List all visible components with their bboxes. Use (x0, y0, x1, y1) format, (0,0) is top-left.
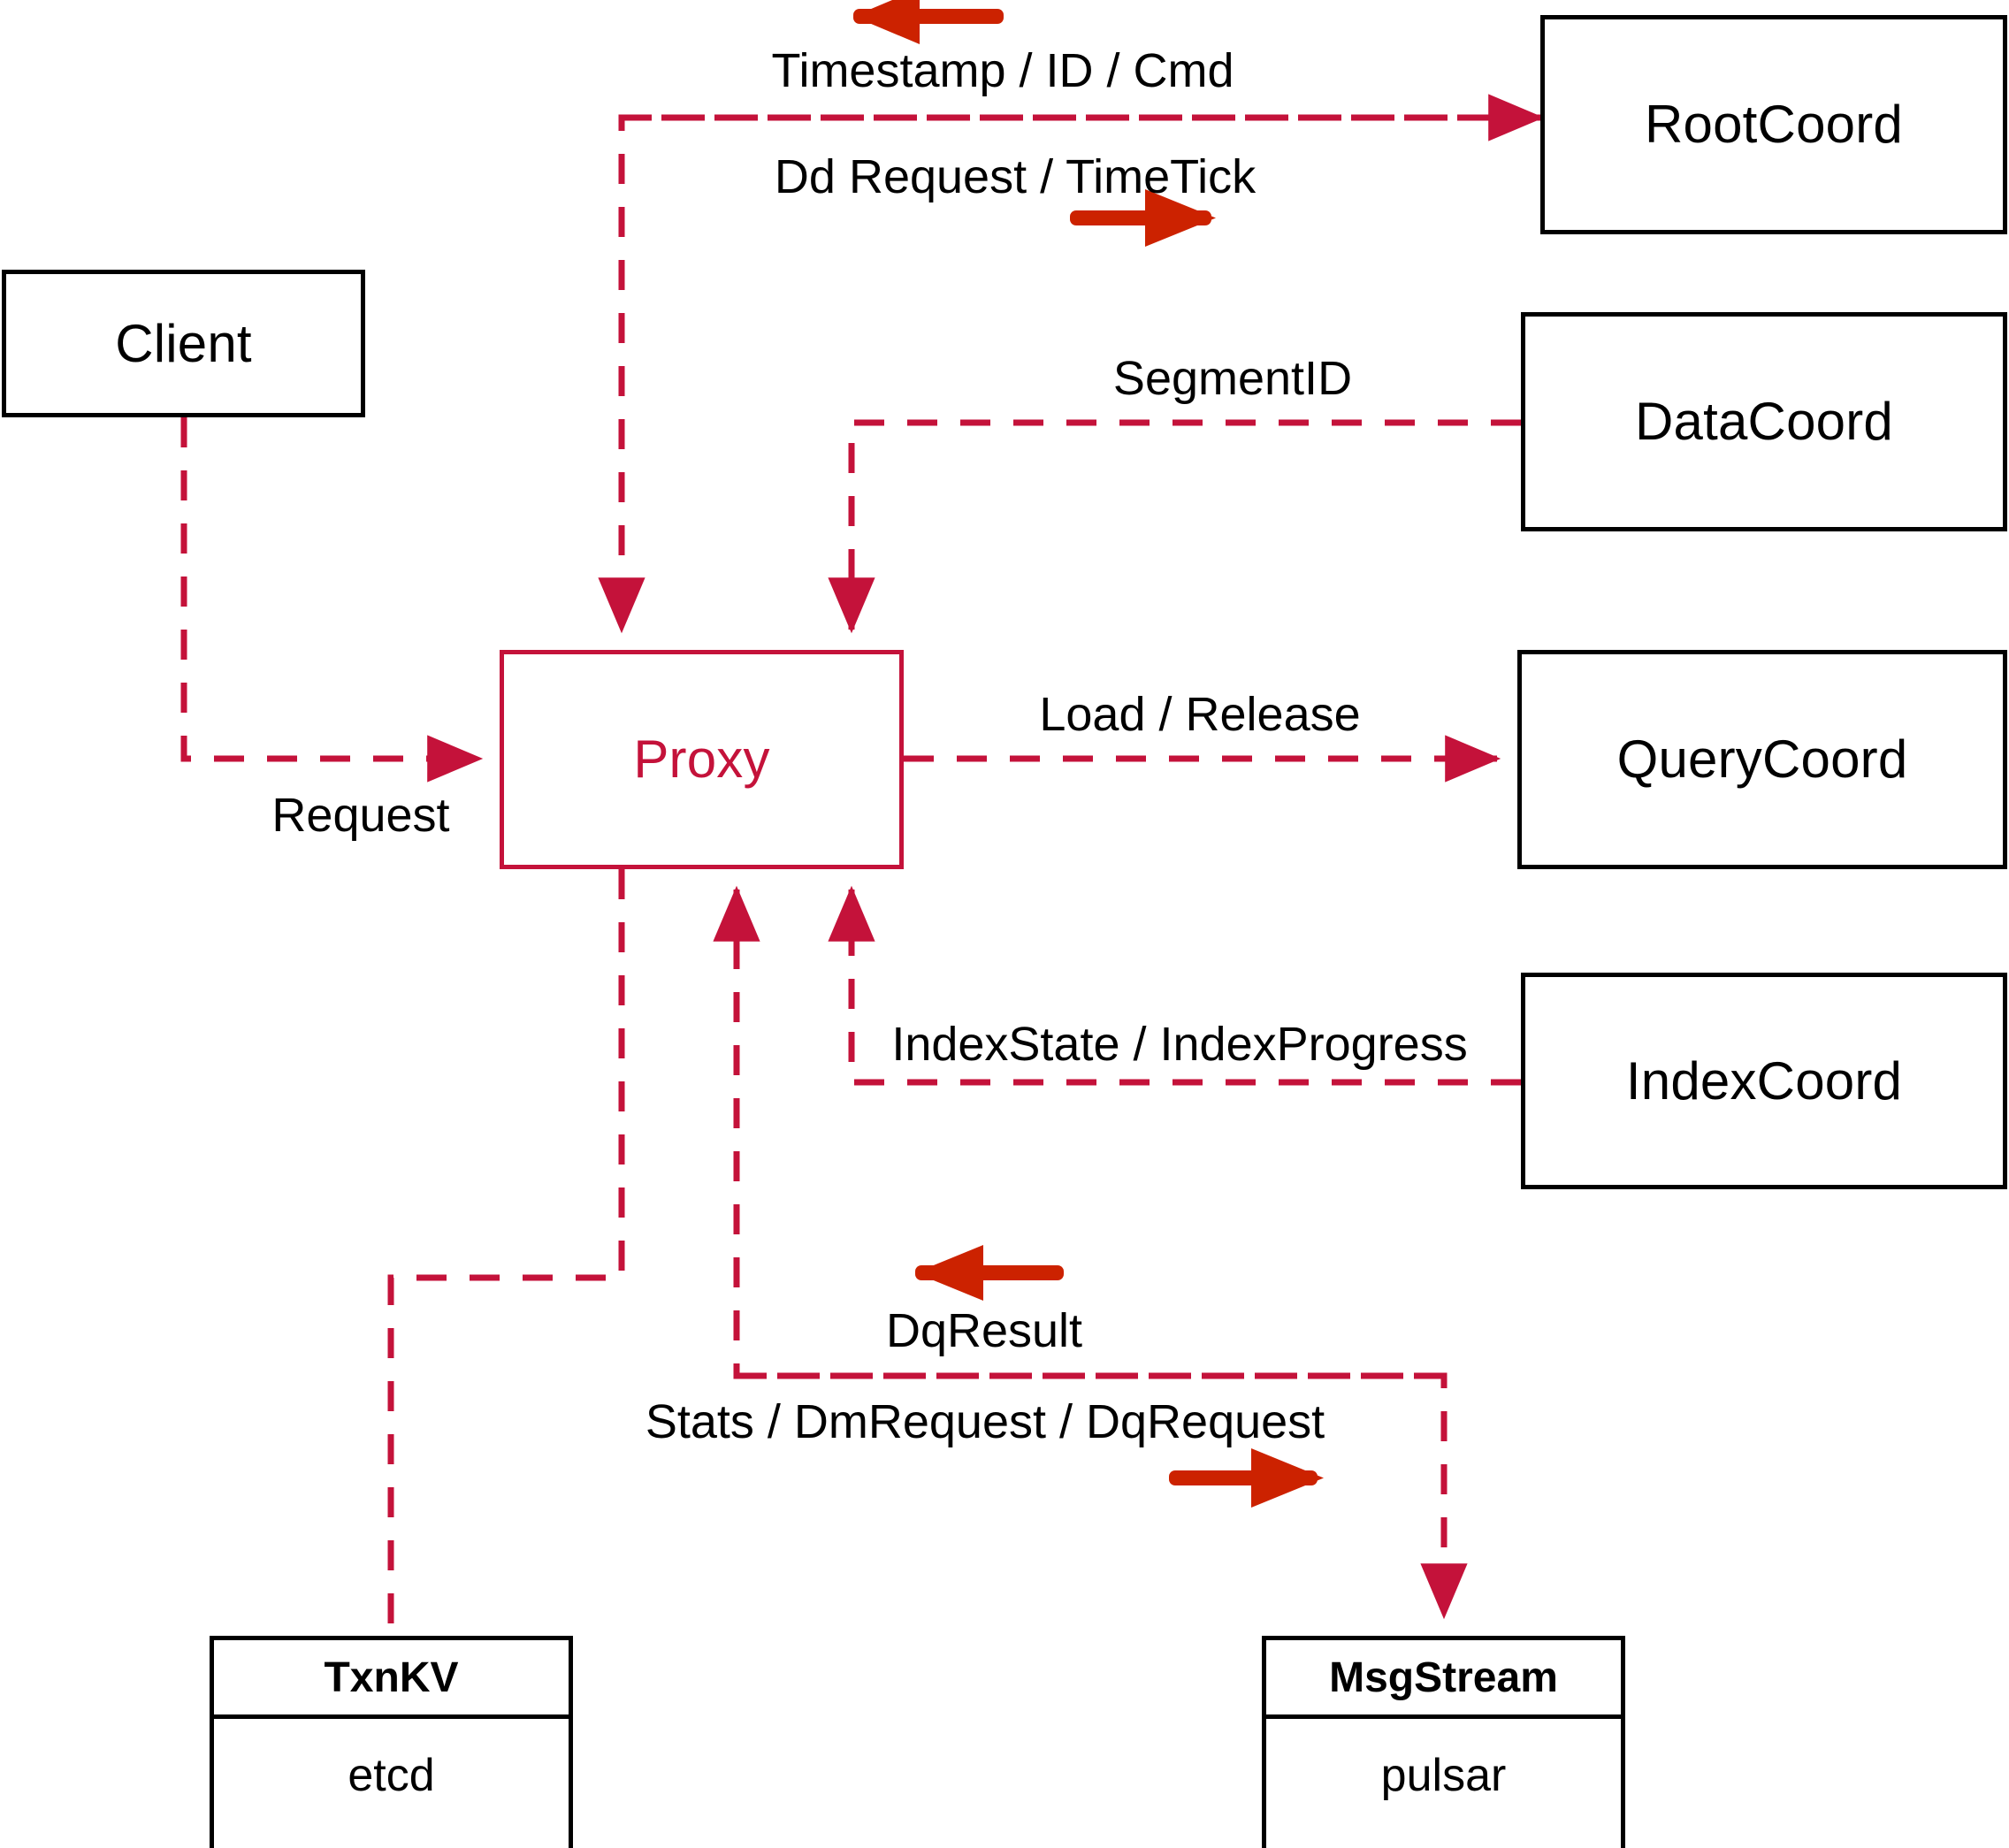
node-msgstream-header: MsgStream (1266, 1640, 1621, 1719)
node-msgstream-body: pulsar (1380, 1750, 1507, 1801)
node-client-label: Client (115, 313, 252, 373)
node-indexcoord-label: IndexCoord (1625, 1050, 1903, 1111)
edge-label-segmentid: SegmentID (1112, 352, 1353, 405)
node-rootcoord[interactable]: RootCoord (1540, 15, 2007, 234)
node-client[interactable]: Client (2, 270, 365, 417)
node-querycoord-label: QueryCoord (1616, 729, 1908, 789)
node-indexcoord[interactable]: IndexCoord (1521, 973, 2007, 1189)
edge-label-stats-dmrequest-dqrequest: Stats / DmRequest / DqRequest (645, 1395, 1325, 1448)
edge-label-dd-request-timetick: Dd Request / TimeTick (774, 150, 1257, 203)
node-proxy-label: Proxy (633, 729, 770, 789)
timestamp-arrow-icon (853, 0, 1004, 44)
edge-label-indexstate-indexprogress: IndexState / IndexProgress (891, 1018, 1468, 1071)
node-msgstream[interactable]: MsgStream pulsar (1262, 1636, 1625, 1848)
edge-label-load-release: Load / Release (1039, 688, 1361, 741)
node-proxy[interactable]: Proxy (500, 650, 904, 869)
node-datacoord-label: DataCoord (1635, 392, 1893, 451)
direction-arrow-glyphs (853, 0, 1324, 1508)
dqrequest-arrow-icon (1169, 1448, 1324, 1508)
edge-msgstream-to-proxy (713, 885, 1444, 1379)
dqresult-arrow-icon (915, 1245, 1064, 1301)
node-rootcoord-label: RootCoord (1645, 95, 1903, 154)
node-txnkv-header: TxnKV (214, 1640, 569, 1719)
edge-proxy-to-txnkv (387, 869, 625, 1636)
node-querycoord[interactable]: QueryCoord (1517, 650, 2007, 869)
node-datacoord[interactable]: DataCoord (1521, 312, 2007, 531)
node-txnkv-body: etcd (348, 1750, 435, 1801)
edge-label-timestamp-id-cmd: Timestamp / ID / Cmd (771, 44, 1234, 97)
node-txnkv[interactable]: TxnKV etcd (210, 1636, 573, 1848)
edge-label-dqresult: DqResult (885, 1304, 1083, 1357)
edge-label-request: Request (271, 789, 450, 842)
edge-client-to-proxy (180, 417, 484, 783)
edge-datacoord-to-proxy (828, 419, 1521, 634)
